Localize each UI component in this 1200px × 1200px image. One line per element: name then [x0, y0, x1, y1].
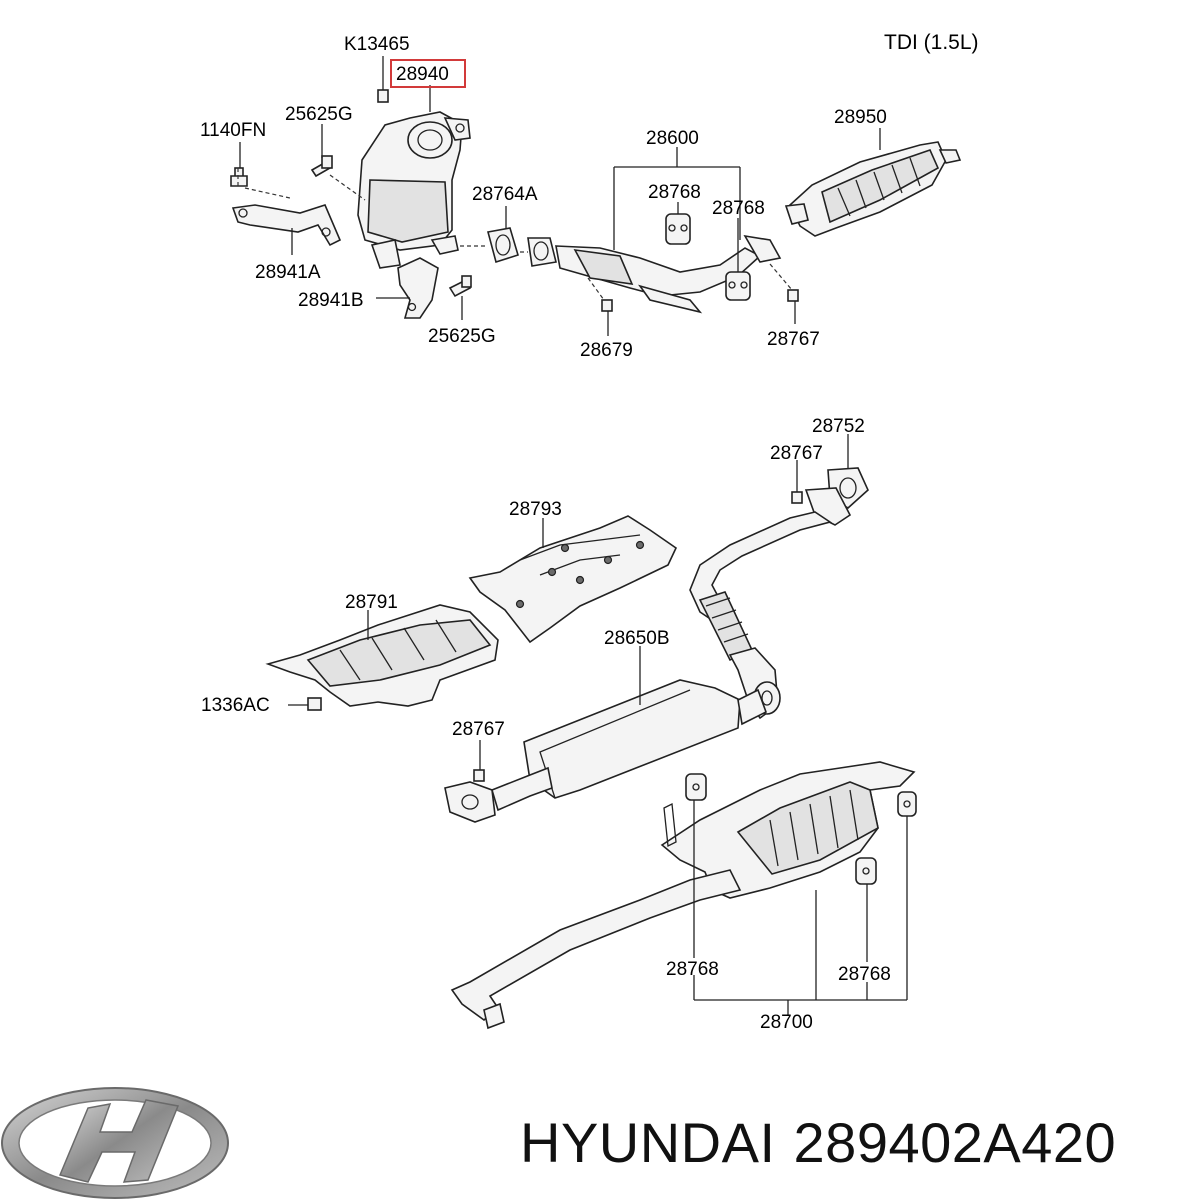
rubber-hanger-28768-a-icon: [665, 213, 691, 245]
nut-28767-mid-icon: [791, 491, 803, 504]
callout-28941a: 28941A: [255, 262, 321, 283]
callout-28700: 28700: [760, 1012, 813, 1033]
callout-25625g-top: 25625G: [285, 104, 353, 125]
heat-shield-28793-part: [468, 515, 678, 644]
callout-1140fn: 1140FN: [200, 120, 266, 141]
bracket-28941b-part: [397, 257, 439, 319]
callout-28791: 28791: [345, 592, 398, 613]
nut-28767-low-icon: [473, 769, 485, 782]
catalytic-manifold-part: [357, 111, 471, 269]
callout-28768-d: 28768: [838, 964, 891, 985]
nut-1336ac-icon: [307, 697, 322, 711]
rubber-hanger-28768-e-icon: [897, 791, 917, 817]
bolt-25625g-bottom-icon: [448, 275, 472, 298]
callout-28679: 28679: [580, 340, 633, 361]
callout-28767-mid: 28767: [770, 443, 823, 464]
callout-28768-a: 28768: [648, 182, 701, 203]
callout-k13465: K13465: [344, 34, 410, 55]
brand-name: HYUNDAI: [520, 1111, 776, 1174]
engine-label: TDI (1.5L): [884, 31, 979, 54]
heat-shield-28791-part: [265, 604, 499, 707]
bolt-1140fn-icon: [230, 167, 248, 187]
rubber-hanger-28768-d-icon: [855, 857, 877, 885]
callout-28950: 28950: [834, 107, 887, 128]
center-pipe-part: [689, 487, 852, 720]
nut-k13465-icon: [377, 89, 389, 103]
callout-28941b: 28941B: [298, 290, 364, 311]
callout-1336ac: 1336AC: [201, 695, 270, 716]
nut-28767-top-icon: [787, 289, 799, 302]
brand-part-number: HYUNDAI 289402A420: [520, 1110, 1190, 1175]
bracket-28941a-part: [231, 204, 342, 247]
gasket-28764a-part: [487, 227, 519, 264]
catalytic-converter-28950-part: [784, 141, 962, 237]
callout-28600: 28600: [646, 128, 699, 149]
callout-28767-top: 28767: [767, 329, 820, 350]
callout-25625g-bottom: 25625G: [428, 326, 496, 347]
front-pipe-28600-part: [527, 234, 782, 314]
center-muffler-28650b-part: [444, 679, 767, 823]
leader-lines-lower: [288, 434, 908, 1015]
hyundai-logo-icon: [1, 1087, 229, 1199]
callout-28768-b: 28768: [712, 198, 765, 219]
nut-28679-icon: [601, 299, 613, 312]
rubber-hanger-28768-c-icon: [685, 773, 707, 801]
highlight-box: [390, 59, 466, 88]
rubber-hanger-28768-b-icon: [725, 271, 751, 301]
callout-28768-c: 28768: [666, 959, 719, 980]
callout-28650b: 28650B: [604, 628, 670, 649]
bolt-25625g-top-icon: [310, 155, 333, 178]
rear-muffler-28700-part: [450, 761, 916, 1030]
leader-lines-upper: [237, 56, 881, 336]
callout-28764a: 28764A: [472, 184, 538, 205]
callout-28752: 28752: [812, 416, 865, 437]
callout-28793: 28793: [509, 499, 562, 520]
callout-28940: 28940: [396, 64, 449, 85]
callout-28767-low: 28767: [452, 719, 505, 740]
part-number: 289402A420: [793, 1111, 1117, 1174]
